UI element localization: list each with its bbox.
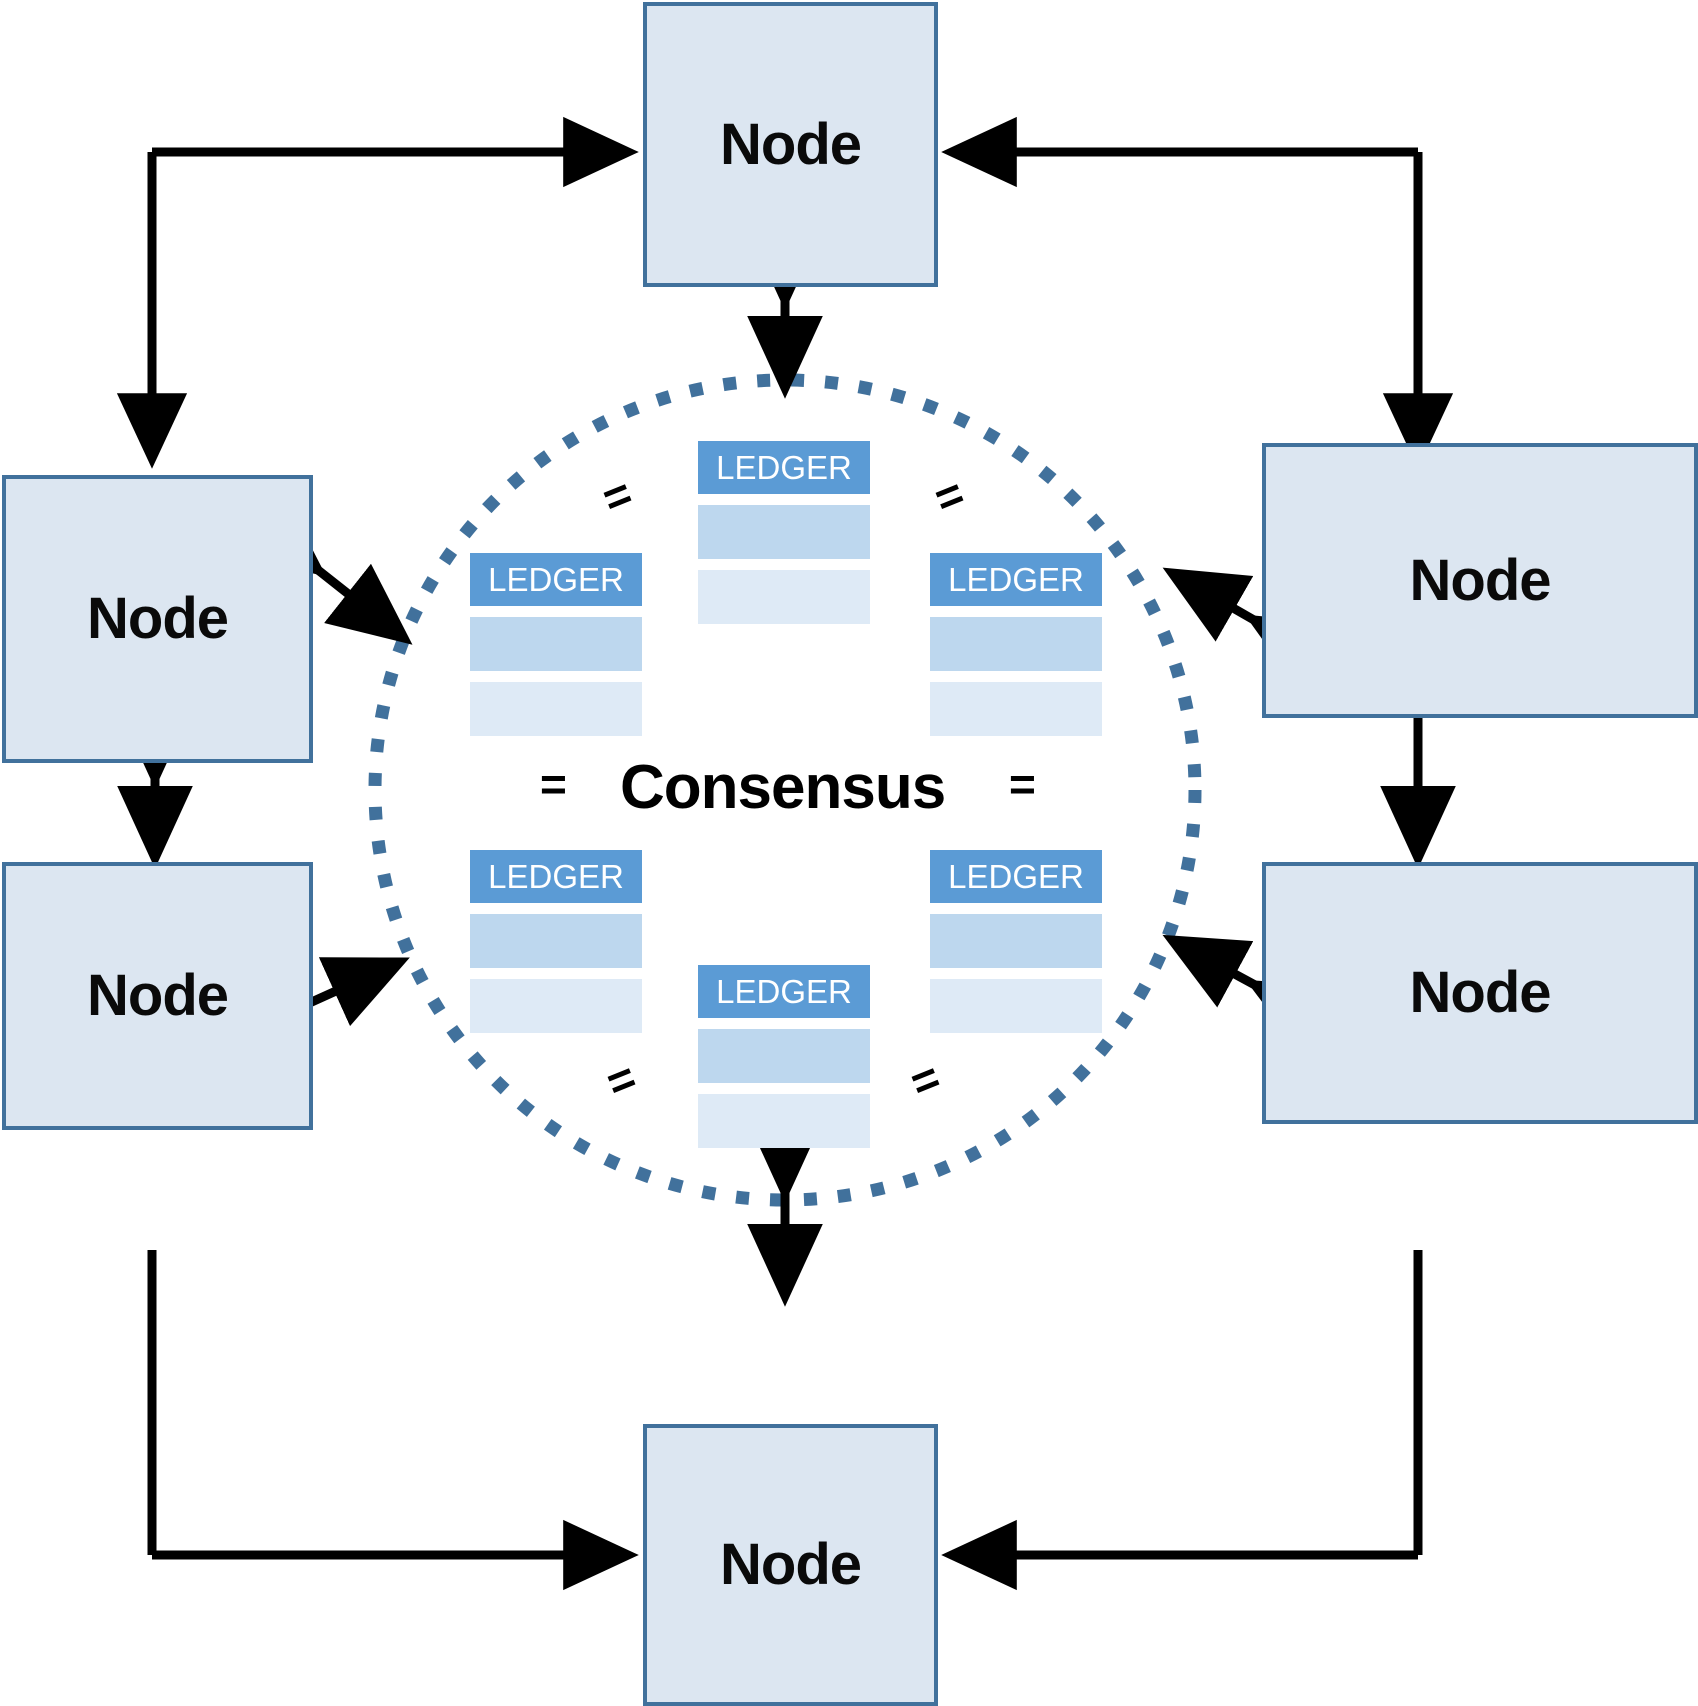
- ledger-row-block: [698, 1029, 870, 1083]
- consensus-label: Consensus: [620, 753, 946, 822]
- ledger-spacer: [698, 1083, 870, 1094]
- ledger-spacer: [930, 968, 1102, 979]
- equals-mark-middle-left: =: [540, 758, 567, 810]
- arrow-right-upper-to-circle: [1162, 567, 1336, 689]
- node-label: Node: [1409, 960, 1552, 1025]
- ledger-spacer: [470, 671, 642, 682]
- ledger-spacer: [698, 559, 870, 570]
- arrow-left-upper-to-circle: [238, 495, 413, 645]
- node-label: Node: [720, 111, 862, 177]
- ledger-stack-upper-left[interactable]: LEDGER: [470, 553, 642, 736]
- ledger-row-block: [930, 617, 1102, 671]
- node-box-left-upper[interactable]: Node: [2, 475, 313, 763]
- arrow-right-lower-to-circle: [1162, 934, 1337, 1053]
- node-label: Node: [1409, 547, 1552, 613]
- node-label: Node: [720, 1532, 862, 1597]
- ledger-spacer: [470, 903, 642, 914]
- ledger-row-block: [470, 617, 642, 671]
- ledger-stack-bottom[interactable]: LEDGER: [698, 965, 870, 1148]
- equals-mark-upper-right: =: [927, 468, 966, 526]
- equals-mark-middle-right: =: [1009, 758, 1036, 810]
- node-box-right-upper[interactable]: Node: [1262, 443, 1698, 718]
- ledger-stack-lower-left[interactable]: LEDGER: [470, 850, 642, 1033]
- equals-mark-lower-right: =: [903, 1052, 942, 1110]
- arrow-left-lower-to-circle: [223, 957, 410, 1070]
- ledger-stack-upper-right[interactable]: LEDGER: [930, 553, 1102, 736]
- ledger-row-block: [930, 914, 1102, 968]
- ledger-row-block: [930, 979, 1102, 1033]
- ledger-row-block: [470, 979, 642, 1033]
- ledger-stack-top[interactable]: LEDGER: [698, 441, 870, 624]
- ledger-row-block: [470, 914, 642, 968]
- ledger-header: LEDGER: [930, 553, 1102, 606]
- ledger-row-block: [698, 570, 870, 624]
- ledger-header: LEDGER: [930, 850, 1102, 903]
- ledger-spacer: [698, 494, 870, 505]
- ledger-spacer: [470, 606, 642, 617]
- node-box-right-lower[interactable]: Node: [1262, 862, 1698, 1124]
- node-box-bottom[interactable]: Node: [643, 1424, 938, 1706]
- ledger-header: LEDGER: [470, 850, 642, 903]
- ledger-spacer: [698, 1018, 870, 1029]
- node-box-top[interactable]: Node: [643, 2, 938, 287]
- ledger-stack-lower-right[interactable]: LEDGER: [930, 850, 1102, 1033]
- ledger-row-block: [698, 505, 870, 559]
- ledger-header: LEDGER: [470, 553, 642, 606]
- node-label: Node: [87, 586, 229, 651]
- ledger-row-block: [698, 1094, 870, 1148]
- ledger-spacer: [470, 968, 642, 979]
- ledger-header: LEDGER: [698, 441, 870, 494]
- ledger-row-block: [930, 682, 1102, 736]
- ledger-spacer: [930, 671, 1102, 682]
- equals-mark-upper-left: =: [595, 468, 634, 526]
- node-label: Node: [87, 963, 229, 1028]
- node-box-left-lower[interactable]: Node: [2, 862, 313, 1130]
- ledger-header: LEDGER: [698, 965, 870, 1018]
- ledger-row-block: [470, 682, 642, 736]
- ledger-spacer: [930, 606, 1102, 617]
- ledger-spacer: [930, 903, 1102, 914]
- equals-mark-lower-left: =: [599, 1052, 638, 1110]
